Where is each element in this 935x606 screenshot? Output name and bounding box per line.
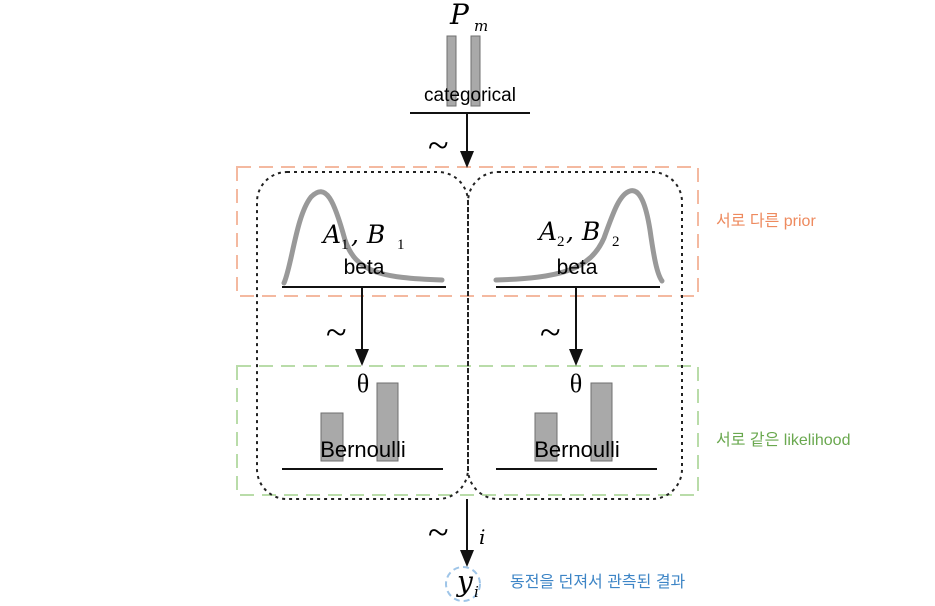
left-beta-curve — [281, 189, 445, 286]
left-beta-label: beta — [344, 256, 385, 279]
left-theta: θ — [357, 369, 369, 398]
right-plate — [467, 171, 683, 500]
top-symbol-subscript: m — [474, 17, 488, 35]
right-bernoulli-bar-1 — [534, 412, 558, 462]
left-bernoulli-bar-2 — [376, 382, 399, 462]
left-params-B-sub: 1 — [397, 237, 405, 253]
left-bernoulli-bar-1 — [320, 412, 344, 462]
right-bernoulli-bar-2 — [590, 382, 613, 462]
left-params-A-sub: 1 — [341, 237, 349, 253]
left-arrow-prior-to-likelihood-head — [355, 349, 369, 366]
categorical-label: categorical — [424, 85, 516, 106]
right-params-A: A — [537, 217, 557, 246]
right-theta: θ — [570, 369, 582, 398]
prior-annotation: 서로 다른 prior — [716, 212, 816, 230]
right-beta-label: beta — [557, 256, 598, 279]
left-params-A: A — [321, 220, 341, 249]
output-symbol: y — [455, 565, 474, 598]
result-annotation: 동전을 던져서 관측된 결과 — [510, 573, 686, 591]
right-tilde: ~ — [540, 312, 561, 354]
likelihood-annotation: 서로 같은 likelihood — [716, 431, 850, 449]
arrow-likelihood-to-output-head — [460, 550, 474, 567]
right-params-B-sub: 2 — [612, 234, 620, 250]
arrow-categorical-to-prior-head — [460, 151, 474, 168]
output-highlight-circle — [445, 566, 481, 602]
index-label: i — [479, 525, 485, 549]
left-params-B: , B — [351, 220, 385, 249]
categorical-bar-1 — [446, 35, 457, 107]
right-params-B: , B — [566, 217, 600, 246]
categorical-bar-2 — [470, 35, 481, 107]
right-bernoulli-label: Bernoulli — [534, 437, 620, 462]
tilde-bottom: ~ — [428, 512, 449, 554]
output-symbol-subscript: i — [474, 583, 479, 601]
right-params-A-sub: 2 — [557, 234, 565, 250]
top-symbol: P — [449, 0, 470, 31]
tilde-top: ~ — [428, 125, 449, 167]
right-beta-curve — [493, 188, 665, 284]
right-arrow-prior-to-likelihood-head — [569, 349, 583, 366]
left-bernoulli-label: Bernoulli — [320, 437, 406, 462]
left-tilde: ~ — [326, 312, 347, 354]
